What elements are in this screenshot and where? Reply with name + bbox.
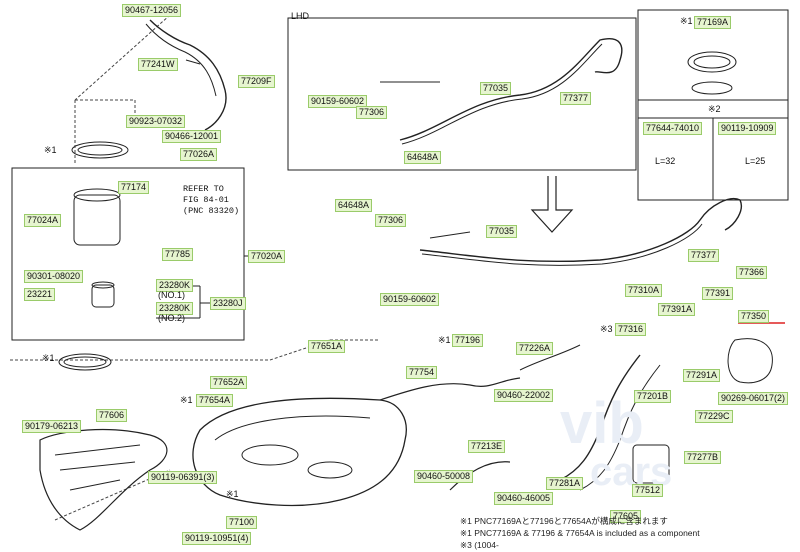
part-label-77652a[interactable]: 77652A bbox=[210, 376, 248, 389]
part-label-90460-50008[interactable]: 90460-50008 bbox=[414, 470, 474, 483]
part-label-77209f[interactable]: 77209F bbox=[238, 75, 275, 88]
part-label-77654a[interactable]: 77654A bbox=[196, 394, 234, 407]
part-label-77512[interactable]: 77512 bbox=[632, 484, 664, 497]
part-label-64648a-lhd[interactable]: 64648A bbox=[404, 151, 442, 164]
mark-1-77100: ※1 bbox=[226, 489, 239, 499]
part-label-77035[interactable]: 77035 bbox=[486, 225, 518, 238]
part-label-77306[interactable]: 77306 bbox=[375, 214, 407, 227]
part-label-90179-06213[interactable]: 90179-06213 bbox=[22, 420, 82, 433]
mark-1-gasket: ※1 bbox=[42, 353, 55, 363]
part-label-77785[interactable]: 77785 bbox=[162, 248, 194, 261]
part-label-90159-60602[interactable]: 90159-60602 bbox=[380, 293, 440, 306]
lhd-label: LHD bbox=[291, 11, 310, 21]
part-label-77020a[interactable]: 77020A bbox=[248, 250, 286, 263]
part-label-77377-lhd[interactable]: 77377 bbox=[560, 92, 592, 105]
part-label-77606[interactable]: 77606 bbox=[96, 409, 128, 422]
refer-note-line-1: REFER TO bbox=[183, 184, 224, 194]
note-line-2: ※1 PNC77169A & 77196 & 77654A is include… bbox=[460, 528, 700, 538]
part-label-77377[interactable]: 77377 bbox=[688, 249, 720, 262]
mark-1-77654a: ※1 bbox=[180, 395, 193, 405]
part-label-90301-08020[interactable]: 90301-08020 bbox=[24, 270, 84, 283]
label-no1: (NO.1) bbox=[158, 290, 185, 300]
part-label-77229c[interactable]: 77229C bbox=[695, 410, 733, 423]
label-no2: (NO.2) bbox=[158, 313, 185, 323]
part-label-77241w[interactable]: 77241W bbox=[138, 58, 178, 71]
part-label-77316[interactable]: 77316 bbox=[615, 323, 647, 336]
part-label-77605[interactable]: 77605 bbox=[610, 510, 642, 523]
part-label-90466-12001[interactable]: 90466-12001 bbox=[162, 130, 222, 143]
part-label-90923-07032[interactable]: 90923-07032 bbox=[126, 115, 186, 128]
dim-l32: L=32 bbox=[655, 156, 676, 166]
part-label-77644-74010[interactable]: 77644-74010 bbox=[643, 122, 703, 135]
part-label-77026a[interactable]: 77026A bbox=[180, 148, 218, 161]
part-label-77651a[interactable]: 77651A bbox=[308, 340, 346, 353]
part-label-90119-10951[interactable]: 90119-10951(4) bbox=[182, 532, 252, 545]
part-label-23280k-no2[interactable]: 23280K bbox=[156, 302, 194, 315]
part-label-77226a[interactable]: 77226A bbox=[516, 342, 554, 355]
part-label-77024a[interactable]: 77024A bbox=[24, 214, 62, 227]
part-label-77350[interactable]: 77350 bbox=[738, 310, 770, 323]
part-label-90159-60602-lhd[interactable]: 90159-60602 bbox=[308, 95, 368, 108]
fuel-pump-group-frame bbox=[11, 167, 245, 341]
refer-note-line-3: (PNC 83320) bbox=[183, 206, 240, 216]
part-label-77035-lhd[interactable]: 77035 bbox=[480, 82, 512, 95]
part-label-77213e[interactable]: 77213E bbox=[468, 440, 506, 453]
mark-1-77196: ※1 bbox=[438, 335, 451, 345]
part-label-23280k-no1[interactable]: 23280K bbox=[156, 279, 194, 292]
part-label-90460-46005[interactable]: 90460-46005 bbox=[494, 492, 554, 505]
part-label-77100[interactable]: 77100 bbox=[226, 516, 258, 529]
refer-note-line-2: FIG 84-01 bbox=[183, 195, 229, 205]
mark-1-pump-ring: ※1 bbox=[44, 145, 57, 155]
part-label-23221[interactable]: 23221 bbox=[24, 288, 56, 301]
part-label-90460-22002[interactable]: 90460-22002 bbox=[494, 389, 554, 402]
part-label-77169a[interactable]: 77169A bbox=[694, 16, 732, 29]
part-label-77196[interactable]: 77196 bbox=[452, 334, 484, 347]
part-label-77310a[interactable]: 77310A bbox=[625, 284, 663, 297]
part-label-64648a[interactable]: 64648A bbox=[335, 199, 373, 212]
part-label-77174[interactable]: 77174 bbox=[118, 181, 150, 194]
part-label-90119-06391[interactable]: 90119-06391(3) bbox=[148, 471, 218, 484]
note-line-1: ※1 PNC77169Aと77196と77654Aが構成に含まれます bbox=[460, 516, 668, 526]
part-label-77281a[interactable]: 77281A bbox=[546, 477, 584, 490]
part-label-77291a[interactable]: 77291A bbox=[683, 369, 721, 382]
part-label-77277b[interactable]: 77277B bbox=[684, 451, 722, 464]
dim-l25: L=25 bbox=[745, 156, 766, 166]
part-label-77391a[interactable]: 77391A bbox=[658, 303, 696, 316]
note-line-3: ※3 (1004- bbox=[460, 540, 499, 550]
part-label-77754[interactable]: 77754 bbox=[406, 366, 438, 379]
mark-1-top: ※1 bbox=[680, 16, 693, 26]
watermark-text-1: vib bbox=[560, 391, 644, 456]
part-label-77366[interactable]: 77366 bbox=[736, 266, 768, 279]
mark-3: ※3 bbox=[600, 324, 613, 334]
mark-2: ※2 bbox=[708, 104, 721, 114]
part-label-77201b[interactable]: 77201B bbox=[634, 390, 672, 403]
part-label-77306-lhd[interactable]: 77306 bbox=[356, 106, 388, 119]
part-label-23280j[interactable]: 23280J bbox=[210, 297, 246, 310]
part-label-90119-10909[interactable]: 90119-10909 bbox=[718, 122, 777, 135]
part-label-90467-12056[interactable]: 90467-12056 bbox=[122, 4, 182, 17]
part-label-90269-06017[interactable]: 90269-06017(2) bbox=[718, 392, 789, 405]
lhd-inset-frame bbox=[287, 17, 637, 171]
part-label-77391[interactable]: 77391 bbox=[702, 287, 734, 300]
